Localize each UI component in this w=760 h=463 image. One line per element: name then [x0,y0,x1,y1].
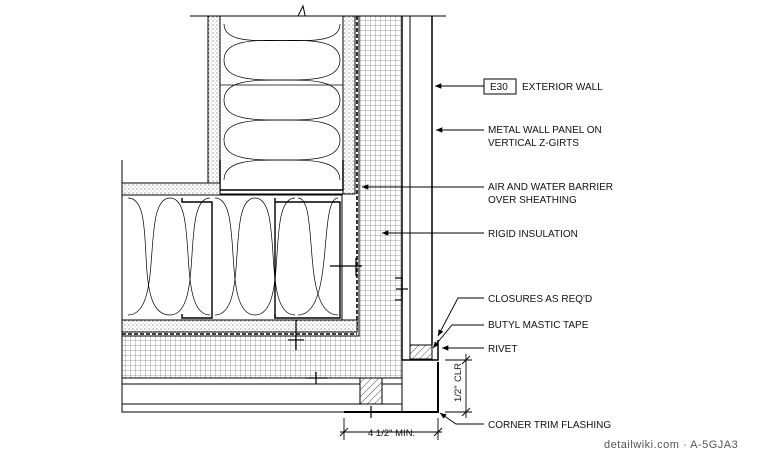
dimension-min-width [339,418,443,440]
wall-tag: E30 [490,82,508,93]
label-barrier-2: OVER SHEATHING [488,195,577,206]
label-rigid-insulation: RIGID INSULATION [488,229,578,240]
fasteners [288,258,362,350]
label-corner-trim: CORNER TRIM FLASHING [488,420,611,431]
label-metal-panel-1: METAL WALL PANEL ON [488,125,602,136]
metal-wall-panel [395,16,439,361]
dimension-clearance [445,354,472,418]
watermark: detailwiki.com · A-5GJA3 [604,439,738,451]
label-rivet: RIVET [488,344,517,355]
bottom-panel [121,362,439,418]
dimension-clearance-text-1: 1/2" [453,385,464,402]
dimension-min-width-text: 4 1/2" MIN. [368,428,415,439]
batt-insulation-lower [127,197,339,316]
batt-insulation-upper [220,23,343,181]
dimension-clearance-text-2: CLR [453,363,464,382]
floor-slab [121,182,221,196]
wall-tag-box [483,78,517,95]
label-exterior-wall: EXTERIOR WALL [522,82,603,93]
leader-lines [362,83,484,425]
upper-wall [190,4,446,330]
label-closures: CLOSURES AS REQ'D [488,294,592,305]
label-barrier-1: AIR AND WATER BARRIER [488,182,613,193]
lower-wall [121,160,358,412]
label-metal-panel-2: VERTICAL Z-GIRTS [488,138,579,149]
label-butyl-tape: BUTYL MASTIC TAPE [488,320,589,331]
